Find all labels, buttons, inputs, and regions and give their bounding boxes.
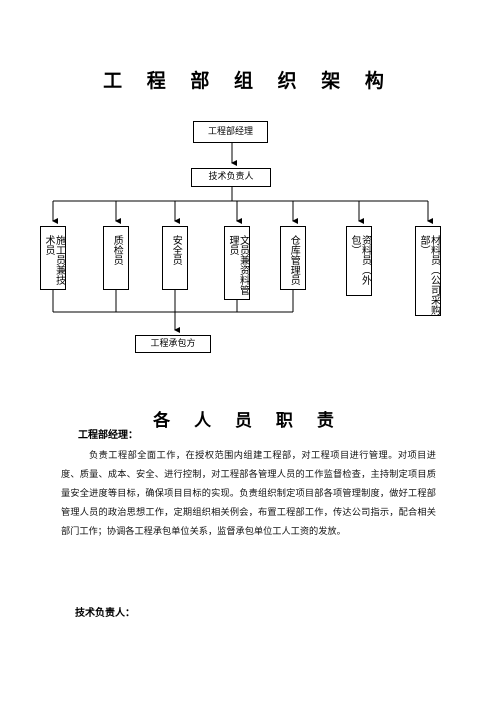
role-box-materials-officer-procurement: 材料员（公司采购部） [415, 226, 441, 316]
manager-box: 工程部经理 [193, 121, 268, 143]
contractor-label: 工程承包方 [150, 338, 196, 349]
role-box-warehouse-manager: 仓库管理员 [280, 226, 306, 290]
role-label: 文员兼资料管理员 [227, 235, 249, 295]
role-label: 施工员兼技术员 [43, 235, 65, 285]
role-label: 质检员 [111, 235, 123, 265]
role-label: 材料员（公司采购部） [418, 235, 440, 315]
tech-lead-label: 技术负责人 [208, 172, 254, 182]
manager-duties-text: 负责工程部全面工作，在授权范围内组建工程部，对工程项目进行管理。对项目进度、质量… [61, 450, 436, 537]
role-box-construction-technician: 施工员兼技术员 [40, 226, 66, 290]
page-title: 工 程 部 组 织 架 构 [103, 70, 393, 92]
role-label: 资料员（外包） [349, 235, 371, 285]
tech-lead-box: 技术负责人 [191, 168, 271, 187]
role-label: 仓库管理员 [288, 235, 300, 285]
manager-label: 工程部经理 [207, 126, 253, 137]
section-title: 各 人 员 职 责 [153, 411, 343, 431]
role-box-quality-inspector: 质检员 [103, 226, 129, 290]
role-box-clerk-document-manager: 文员兼资料管理员 [224, 226, 250, 300]
contractor-box: 工程承包方 [135, 335, 211, 353]
role-box-safety-officer: 安全员 [162, 226, 188, 290]
manager-duties-heading: 工程部经理： [78, 430, 138, 441]
role-label: 安全员 [170, 235, 182, 265]
tech-lead-duties-heading: 技术负责人： [75, 608, 135, 619]
role-box-document-clerk-outsourced: 资料员（外包） [346, 226, 372, 296]
